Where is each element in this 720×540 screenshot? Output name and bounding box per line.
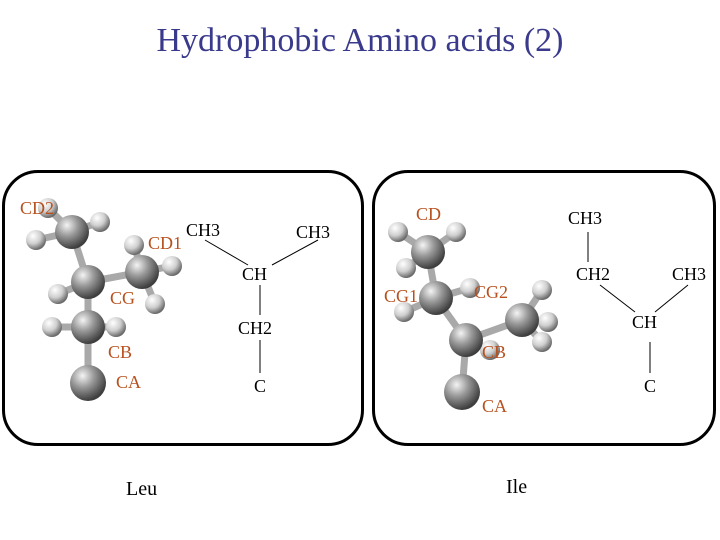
ile-atom-label-cg2: CG2 [474, 282, 509, 302]
ile-atom-label-ca: CA [482, 396, 508, 416]
hydrogen-atom [145, 294, 165, 314]
hydrogen-atom [460, 278, 480, 298]
ile-formula-ch2: CH2 [576, 264, 611, 284]
hydrogen-atom [388, 222, 408, 242]
leu-formula-c: C [254, 376, 267, 396]
hydrogen-atom [532, 332, 552, 352]
ile-formula-lines [587, 232, 689, 373]
ile-atom-label-cd: CD [416, 204, 442, 224]
carbon-atom-cd [411, 235, 445, 269]
page-title: Hydrophobic Amino acids (2) [156, 22, 564, 59]
ile-atom-label-cb: CB [482, 342, 507, 362]
leu-atoms [26, 198, 182, 401]
hydrogen-atom [48, 284, 68, 304]
leu-formula-ch2: CH2 [238, 318, 273, 338]
carbon-atom-cd2 [55, 215, 89, 249]
hydrogen-atom [26, 230, 46, 250]
hydrogen-atom [480, 340, 500, 360]
carbon-atom-cg2 [505, 303, 539, 337]
ile-formula-ch3-top: CH3 [568, 208, 603, 228]
carbon-atom-ca [70, 365, 106, 401]
hydrogen-atom [394, 302, 414, 322]
ile-atoms [388, 222, 558, 410]
ile-atom-label-cg1: CG1 [384, 286, 419, 306]
leu-atom-label-cd2: CD2 [20, 198, 55, 218]
leu-atom-label-cg: CG [110, 288, 136, 308]
ile-formula-ch3-right: CH3 [672, 264, 707, 284]
leu-formula-ch: CH [242, 264, 268, 284]
leucine-panel [2, 170, 364, 446]
carbon-atom-cg [71, 265, 105, 299]
leu-caption: Leu [126, 478, 158, 500]
hydrogen-atom [106, 317, 126, 337]
hydrogen-atom [162, 256, 182, 276]
carbon-atom-cg1 [419, 281, 453, 315]
leu-formula-ch3-left: CH3 [186, 220, 221, 240]
ile-formula-ch: CH [632, 312, 658, 332]
hydrogen-atom [396, 258, 416, 278]
leu-formula-lines [204, 239, 319, 373]
hydrogen-atom [532, 280, 552, 300]
hydrogen-atom [124, 235, 144, 255]
carbon-atom-cb [449, 323, 483, 357]
ile-caption: Ile [506, 476, 528, 498]
leu-atom-label-ca: CA [116, 372, 142, 392]
ile-formula-c: C [644, 376, 657, 396]
hydrogen-atom [42, 317, 62, 337]
hydrogen-atom [446, 222, 466, 242]
hydrogen-atom [538, 312, 558, 332]
carbon-atom-cd1 [125, 255, 159, 289]
hydrogen-atom [90, 212, 110, 232]
hydrogen-atom [38, 198, 58, 218]
carbon-atom-cb [71, 310, 105, 344]
carbon-atom-ca [444, 374, 480, 410]
leu-atom-label-cb: CB [108, 342, 133, 362]
leu-formula-ch3-right: CH3 [296, 222, 331, 242]
leu-atom-label-cd1: CD1 [148, 233, 183, 253]
